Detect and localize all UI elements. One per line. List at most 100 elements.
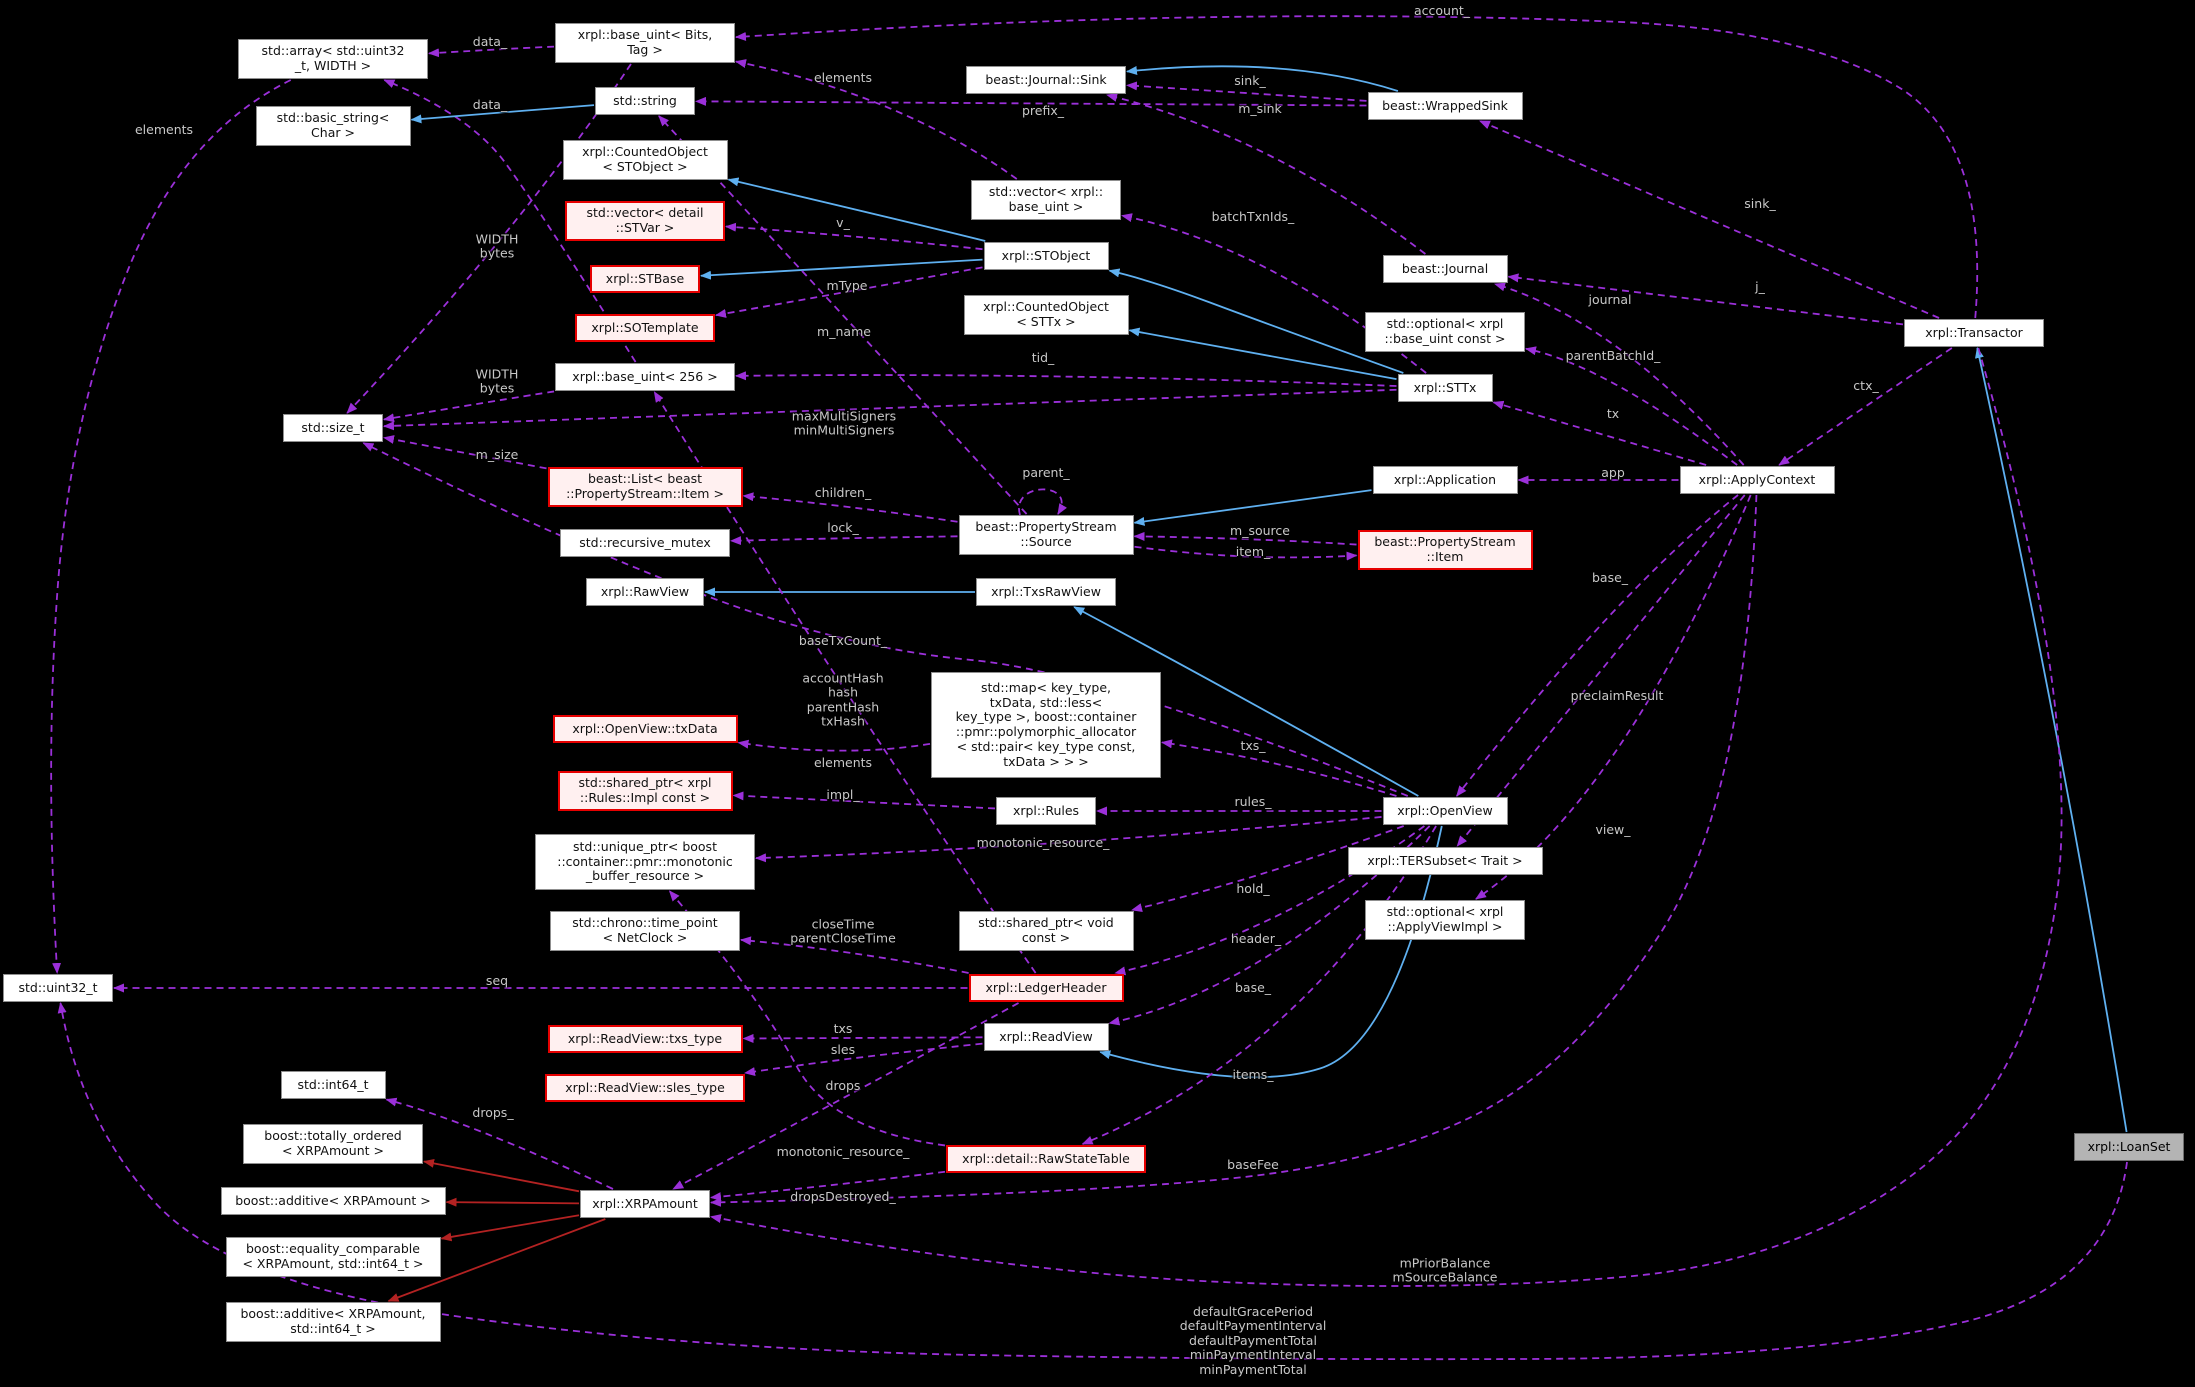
node-rvSlesType[interactable]: xrpl::ReadView::sles_type xyxy=(545,1074,745,1102)
node-recMutex[interactable]: std::recursive_mutex xyxy=(560,529,730,557)
dependency-edge-applyContext-journal xyxy=(1494,282,1745,466)
node-psSource[interactable]: beast::PropertyStream ::Source xyxy=(958,515,1134,555)
node-sotemplate[interactable]: xrpl::SOTemplate xyxy=(575,314,715,342)
dependency-edge-openView-sharedVoid xyxy=(1131,825,1405,913)
node-sharedVoid[interactable]: std::shared_ptr< void const > xyxy=(958,911,1134,951)
node-psItem[interactable]: beast::PropertyStream ::Item xyxy=(1357,530,1533,570)
node-ledgerHeader[interactable]: xrpl::LedgerHeader xyxy=(968,974,1124,1002)
dependency-edge-transactor-baseUintBT xyxy=(735,15,1979,319)
node-beastList[interactable]: beast::List< beast ::PropertyStream::Ite… xyxy=(547,467,743,507)
dependency-edge-openView-mapTxData xyxy=(1161,739,1397,797)
dependency-edge-rawStateTable-xrpAmount xyxy=(710,1170,946,1202)
dependency-edge-psSource-stdString xyxy=(658,115,1028,515)
inheritance-edge-sttx-countedSTTx xyxy=(1128,327,1397,381)
node-sizeT[interactable]: std::size_t xyxy=(283,414,383,442)
inheritance-edge-xrpAmount-eqComparable xyxy=(440,1214,580,1242)
node-rawView[interactable]: xrpl::RawView xyxy=(586,578,704,606)
node-baseUintBT[interactable]: xrpl::base_uint< Bits, Tag > xyxy=(555,23,735,63)
dependency-edge-rules-sharedRulesImpl xyxy=(732,791,996,810)
dependency-edge-baseUint256-arrayU32 xyxy=(383,79,637,363)
node-rules[interactable]: xrpl::Rules xyxy=(996,797,1096,825)
inheritance-edge-xrpAmount-additiveInt64 xyxy=(387,1218,606,1302)
dependency-edge-arrayU32-uint32 xyxy=(50,79,292,974)
dependency-edge-psSource-beastList xyxy=(742,492,958,523)
node-loanSet[interactable]: xrpl::LoanSet xyxy=(2074,1133,2184,1161)
dependency-edge-applyContext-xrpAmount xyxy=(710,494,1758,1207)
node-totallyOrdered[interactable]: boost::totally_ordered < XRPAmount > xyxy=(243,1124,423,1164)
node-wrappedSink[interactable]: beast::WrappedSink xyxy=(1367,92,1523,120)
inheritance-edge-stobject-countedSTObject xyxy=(727,177,986,242)
node-vecSTVar[interactable]: std::vector< detail ::STVar > xyxy=(565,201,725,241)
node-uniqueMono[interactable]: std::unique_ptr< boost ::container::pmr:… xyxy=(535,834,755,890)
dependency-edge-sttx-sizeT xyxy=(383,388,1397,431)
node-optBaseUint[interactable]: std::optional< xrpl ::base_uint const > xyxy=(1365,312,1525,352)
dependency-edge-openView-sizeT xyxy=(362,442,1409,797)
inheritance-edge-openView-txsRawView xyxy=(1073,606,1419,797)
node-stobject[interactable]: xrpl::STObject xyxy=(983,242,1109,270)
dependency-edge-baseUint256-sizeT xyxy=(383,390,555,423)
dependency-edge-stobject-sotemplate xyxy=(715,266,983,318)
node-terSubset[interactable]: xrpl::TERSubset< Trait > xyxy=(1347,847,1543,875)
dependency-edge-loanSet-uint32 xyxy=(57,1002,2128,1361)
dependency-edge-psSource-psItem xyxy=(1134,545,1358,561)
node-eqComparable[interactable]: boost::equality_comparable < XRPAmount, … xyxy=(225,1237,441,1277)
inheritance-edge-sttx-stobject xyxy=(1108,268,1404,374)
node-additiveXRP[interactable]: boost::additive< XRPAmount > xyxy=(220,1187,446,1215)
node-openView[interactable]: xrpl::OpenView xyxy=(1382,797,1508,825)
dependency-edge-rawStateTable-uniqueMono xyxy=(668,890,946,1147)
dependency-edge-wrappedSink-journalSink xyxy=(1126,81,1367,102)
dependency-edge-xrpAmount-int64 xyxy=(385,1097,614,1190)
dependency-edge-applyContext-terSubset xyxy=(1456,494,1746,847)
node-uint32[interactable]: std::uint32_t xyxy=(3,974,113,1002)
inheritance-edge-wrappedSink-journalSink xyxy=(1126,65,1399,92)
dependency-edge-transactor-wrappedSink xyxy=(1479,120,1940,319)
dependency-edge-openView-uniqueMono xyxy=(755,816,1382,863)
node-rvTxsType[interactable]: xrpl::ReadView::txs_type xyxy=(547,1025,743,1053)
dependency-edge-psSource-recMutex xyxy=(730,535,958,546)
node-transactor[interactable]: xrpl::Transactor xyxy=(1904,319,2044,347)
node-application[interactable]: xrpl::Application xyxy=(1372,466,1518,494)
node-readView[interactable]: xrpl::ReadView xyxy=(983,1023,1109,1051)
node-sharedRulesImpl[interactable]: std::shared_ptr< xrpl ::Rules::Impl cons… xyxy=(557,771,733,811)
dependency-edge-ledgerHeader-xrpAmount xyxy=(672,1002,1019,1190)
node-stbase[interactable]: xrpl::STBase xyxy=(590,265,700,293)
node-applyContext[interactable]: xrpl::ApplyContext xyxy=(1679,466,1835,494)
node-countedSTTx[interactable]: xrpl::CountedObject < STTx > xyxy=(963,295,1129,335)
dependency-edge-journal-journalSink xyxy=(1106,93,1426,255)
dependency-edge-mapTxData-ovTxData xyxy=(737,739,931,752)
node-xrpAmount[interactable]: xrpl::XRPAmount xyxy=(580,1190,710,1218)
node-timePoint[interactable]: std::chrono::time_point < NetClock > xyxy=(550,911,740,951)
inheritance-edge-xrpAmount-additiveXRP xyxy=(445,1197,580,1207)
node-optApplyViewImpl[interactable]: std::optional< xrpl ::ApplyViewImpl > xyxy=(1365,900,1525,940)
node-sttx[interactable]: xrpl::STTx xyxy=(1397,374,1493,402)
node-rawStateTable[interactable]: xrpl::detail::RawStateTable xyxy=(946,1145,1146,1173)
node-countedSTObject[interactable]: xrpl::CountedObject < STObject > xyxy=(562,140,728,180)
node-baseUint256[interactable]: xrpl::base_uint< 256 > xyxy=(555,363,735,391)
inheritance-edge-loanSet-transactor xyxy=(1975,347,2128,1133)
dependency-edge-baseUintBT-arrayU32 xyxy=(428,45,555,58)
node-mapTxData[interactable]: std::map< key_type, txData, std::less< k… xyxy=(931,672,1161,778)
node-txsRawView[interactable]: xrpl::TxsRawView xyxy=(976,578,1116,606)
dependency-edge-applyContext-sttx xyxy=(1492,400,1707,466)
dependency-edge-readView-rvSlesType xyxy=(744,1042,983,1076)
node-additiveInt64[interactable]: boost::additive< XRPAmount, std::int64_t… xyxy=(225,1302,441,1342)
node-journalSink[interactable]: beast::Journal::Sink xyxy=(966,66,1126,94)
dependency-edge-psSource-psSource xyxy=(1018,488,1068,516)
dependency-edge-ledgerHeader-timePoint xyxy=(740,936,969,974)
dependency-edge-beastList-sizeT xyxy=(383,435,547,470)
node-ovTxData[interactable]: xrpl::OpenView::txData xyxy=(552,715,738,743)
inheritance-edge-xrpAmount-totallyOrdered xyxy=(423,1158,580,1193)
node-stdString[interactable]: std::string xyxy=(595,87,695,115)
node-int64[interactable]: std::int64_t xyxy=(280,1071,386,1099)
inheritance-edge-stdString-basicString xyxy=(410,104,595,124)
inheritance-edge-application-psSource xyxy=(1133,489,1372,526)
node-journal[interactable]: beast::Journal xyxy=(1382,255,1508,283)
dependency-edge-applyContext-optApplyViewImpl xyxy=(1475,494,1752,900)
node-basicString[interactable]: std::basic_string< Char > xyxy=(255,106,411,146)
node-vecBaseUint[interactable]: std::vector< xrpl:: base_uint > xyxy=(971,180,1121,220)
node-arrayU32[interactable]: std::array< std::uint32 _t, WIDTH > xyxy=(238,39,428,79)
dependency-edge-vecBaseUint-baseUintBT xyxy=(735,59,1018,180)
dependency-edge-sttx-baseUint256 xyxy=(735,371,1397,387)
